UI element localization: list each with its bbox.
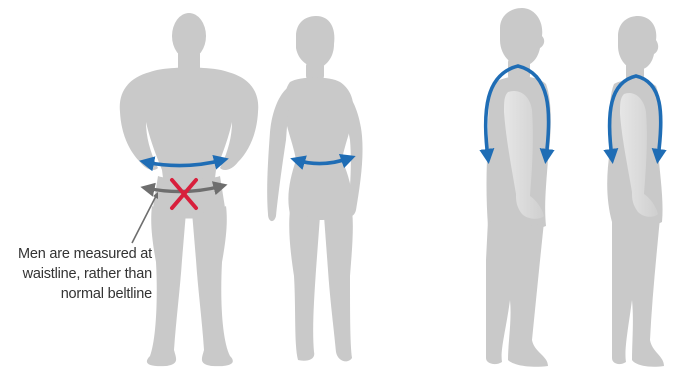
female-side-figure — [607, 16, 664, 367]
male-side-figure — [486, 8, 551, 367]
annotation-line-3: normal beltline — [0, 284, 152, 304]
annotation-line-2: waistline, rather than — [0, 264, 152, 284]
beltline-annotation: Men are measured at waistline, rather th… — [0, 244, 152, 304]
annotation-line-1: Men are measured at — [0, 244, 152, 264]
female-front-figure — [267, 16, 362, 361]
